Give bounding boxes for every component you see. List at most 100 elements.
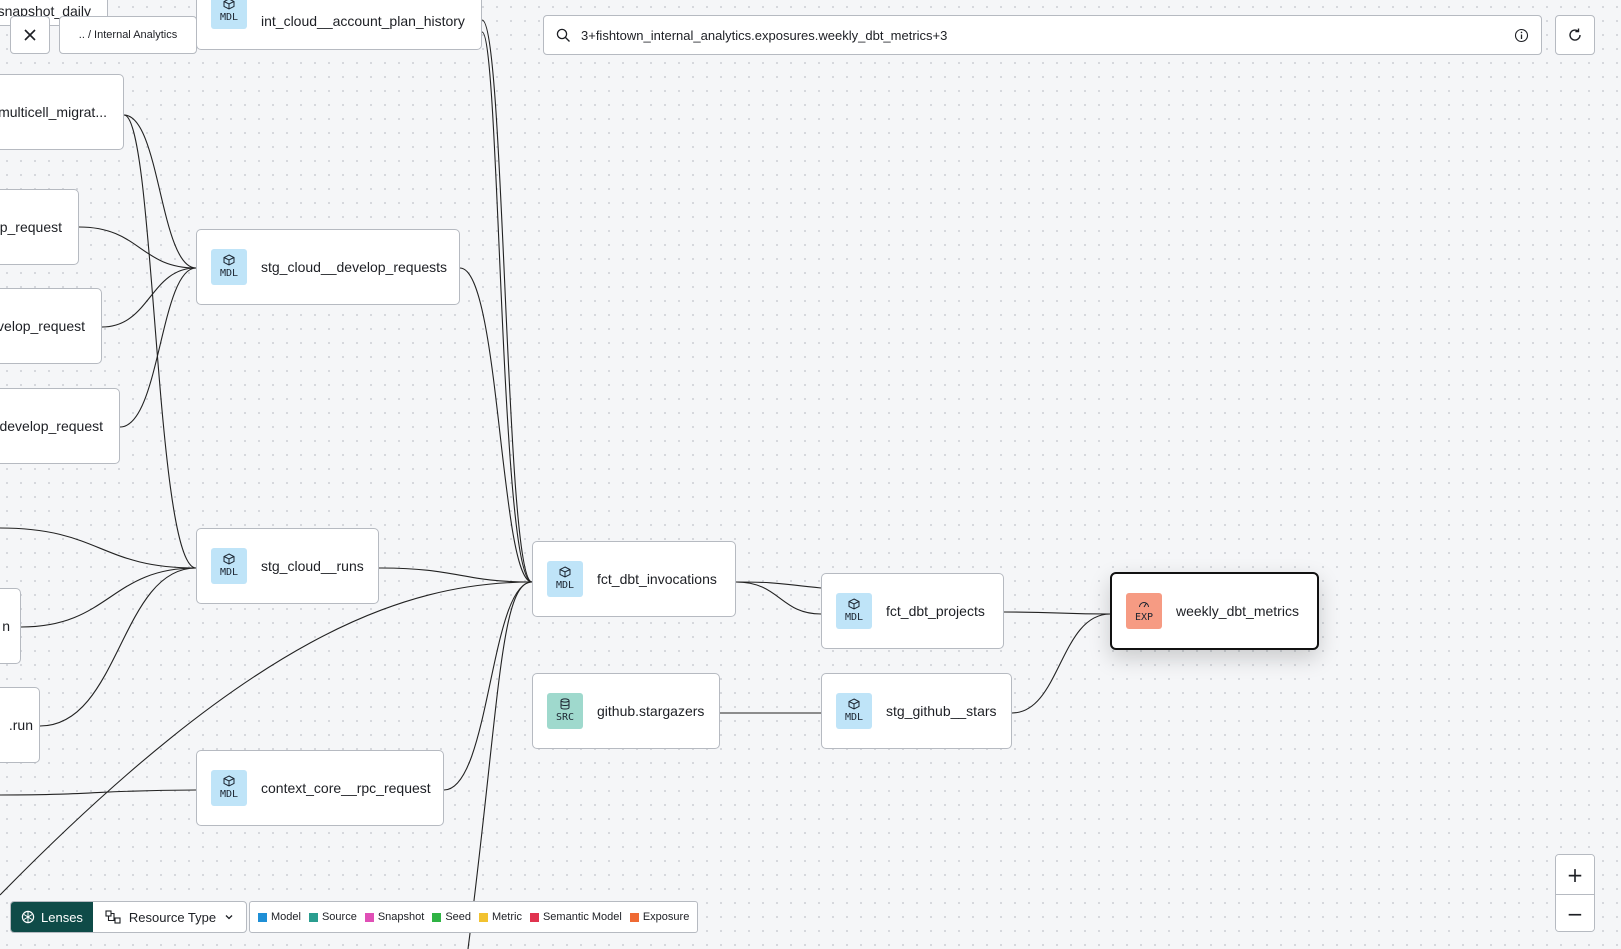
legend-swatch [364,912,374,922]
node-fct-dbt-projects[interactable]: MDL fct_dbt_projects [821,573,1004,649]
cube-icon [848,698,860,710]
model-badge: MDL [211,249,247,285]
node-label: fct_dbt_invocations [597,571,717,587]
edge [0,789,197,796]
edge [78,226,197,269]
node-stg-cloud-runs[interactable]: MDL stg_cloud__runs [196,528,379,604]
node-label: multicell_migrat... [0,104,107,120]
badge-text: MDL [219,789,239,801]
badge-text: MDL [844,712,864,724]
legend-swatch [308,912,318,922]
node-label: n [2,618,10,634]
edge [119,267,197,428]
cube-icon [223,775,235,787]
lenses-button[interactable]: Lenses [11,902,93,932]
edge [443,581,533,791]
edge [101,267,197,328]
node-label: stg_cloud__develop_requests [261,259,448,275]
legend-swatch [432,912,442,922]
node-github-stargazers[interactable]: SRC github.stargazers [532,673,720,749]
legend-item-semantic-model: Semantic Model [529,911,622,923]
refresh-icon [1569,28,1581,41]
badge-text: EXP [1134,612,1154,624]
node-cut-run[interactable]: .run [0,687,40,763]
legend-label: Seed [445,911,472,923]
resource-type-dropdown[interactable]: Resource Type [93,902,246,932]
node-label: stg_cloud__runs [261,558,364,574]
chevron-down-icon [225,915,233,920]
lenses-label: Lenses [41,909,83,925]
close-icon [24,29,36,41]
edge [20,567,197,628]
node-stg-cloud-develop-requests[interactable]: MDL stg_cloud__develop_requests [196,229,460,305]
edge [481,31,533,583]
model-badge: MDL [211,548,247,584]
badge-text: MDL [555,580,575,592]
node-weekly-dbt-metrics[interactable]: EXP weekly_dbt_metrics [1110,572,1319,650]
gauge-icon [1139,602,1149,608]
node-op-request[interactable]: op_request [0,189,79,265]
legend-swatch [629,912,639,922]
node-label: stg_github__stars [886,703,997,719]
edge [735,581,822,589]
legend-item-seed: Seed [432,911,471,923]
cube-icon [223,254,235,266]
badge-text: MDL [219,12,239,24]
lineage-search-bar[interactable] [543,15,1542,55]
node-cut-n[interactable]: n [0,588,21,664]
breadcrumb[interactable]: .. / Internal Analytics [59,16,197,54]
legend-item-source: Source [308,911,357,923]
exposure-badge: EXP [1126,593,1162,629]
search-input[interactable] [581,27,1514,43]
legend-label: Model [271,911,301,923]
refresh-button[interactable] [1555,15,1595,55]
close-button[interactable] [10,16,50,54]
model-badge: MDL [836,693,872,729]
cube-icon [223,0,235,10]
info-icon[interactable] [1514,28,1529,43]
edge [1003,611,1111,615]
badge-text: MDL [844,612,864,624]
model-badge: MDL [211,0,247,29]
node-fct-dbt-invocations[interactable]: MDL fct_dbt_invocations [532,541,736,617]
edge [39,567,197,727]
edge [481,19,533,583]
legend-swatch [529,912,539,922]
zoom-out-button[interactable]: − [1556,894,1594,931]
node-velop-request[interactable]: velop_request [0,288,102,364]
search-icon [556,28,570,42]
node-context-core-rpc-request[interactable]: MDL context_core__rpc_request [196,750,444,826]
resource-type-icon [105,910,121,924]
node-label: context_core__rpc_request [261,780,431,796]
edge [735,581,822,615]
legend-item-metric: Metric [479,911,522,923]
edge [378,567,533,583]
legend-item-snapshot: Snapshot [364,911,425,923]
edge [459,267,533,583]
edge [123,114,197,569]
lens-icon [21,910,35,924]
node-label: .develop_request [0,418,103,434]
node-label: weekly_dbt_metrics [1176,603,1299,619]
legend-label: Source [321,911,357,923]
resource-type-label: Resource Type [128,909,217,925]
node-label: .run [8,717,33,733]
edge [467,581,533,949]
cube-icon [223,553,235,565]
edge [0,527,197,569]
legend-label: Snapshot [377,911,425,923]
node-int-cloud-account-plan-history[interactable]: MDL int_cloud__account_plan_history [196,0,482,50]
node-label: int_cloud__account_plan_history [261,13,465,29]
resource-type-legend: Model Source Snapshot Seed Metric Semantic Mo… [249,901,699,933]
node-label: op_request [0,219,62,235]
zoom-in-button[interactable]: + [1556,855,1594,894]
database-icon [560,698,570,710]
node-multicell-migrat[interactable]: multicell_migrat... [0,74,124,150]
model-badge: MDL [836,593,872,629]
node-stg-github-stars[interactable]: MDL stg_github__stars [821,673,1012,749]
legend-swatch [479,912,489,922]
edge [123,114,197,269]
legend-item-exposure: Exposure [629,911,689,923]
node-dot-develop-request[interactable]: .develop_request [0,388,120,464]
